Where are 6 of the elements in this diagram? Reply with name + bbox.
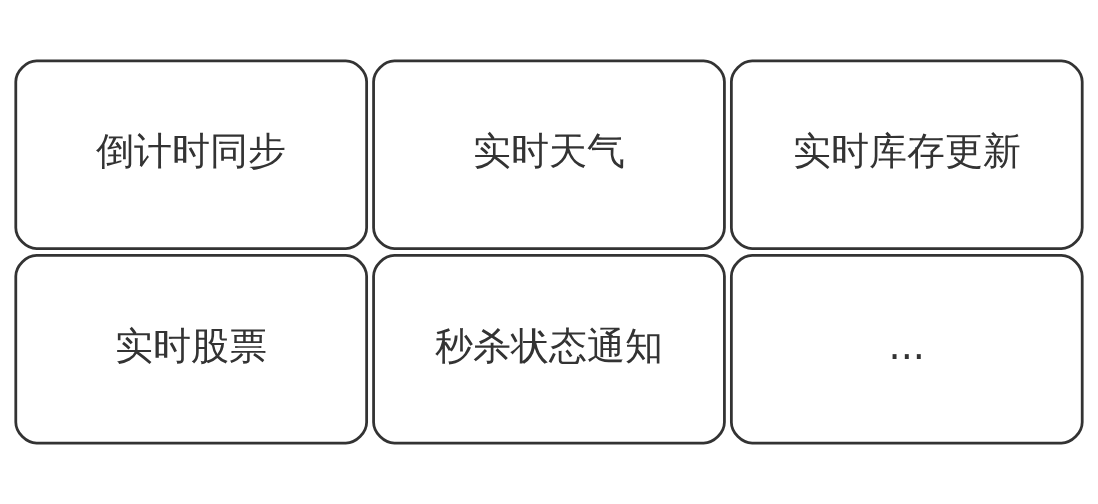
node-box: 倒计时同步 [14, 59, 368, 250]
node-box: ... [730, 254, 1084, 445]
node-box: 实时天气 [372, 59, 726, 250]
node-box: 实时股票 [14, 254, 368, 445]
node-box: 秒杀状态通知 [372, 254, 726, 445]
node-box: 实时库存更新 [730, 59, 1084, 250]
